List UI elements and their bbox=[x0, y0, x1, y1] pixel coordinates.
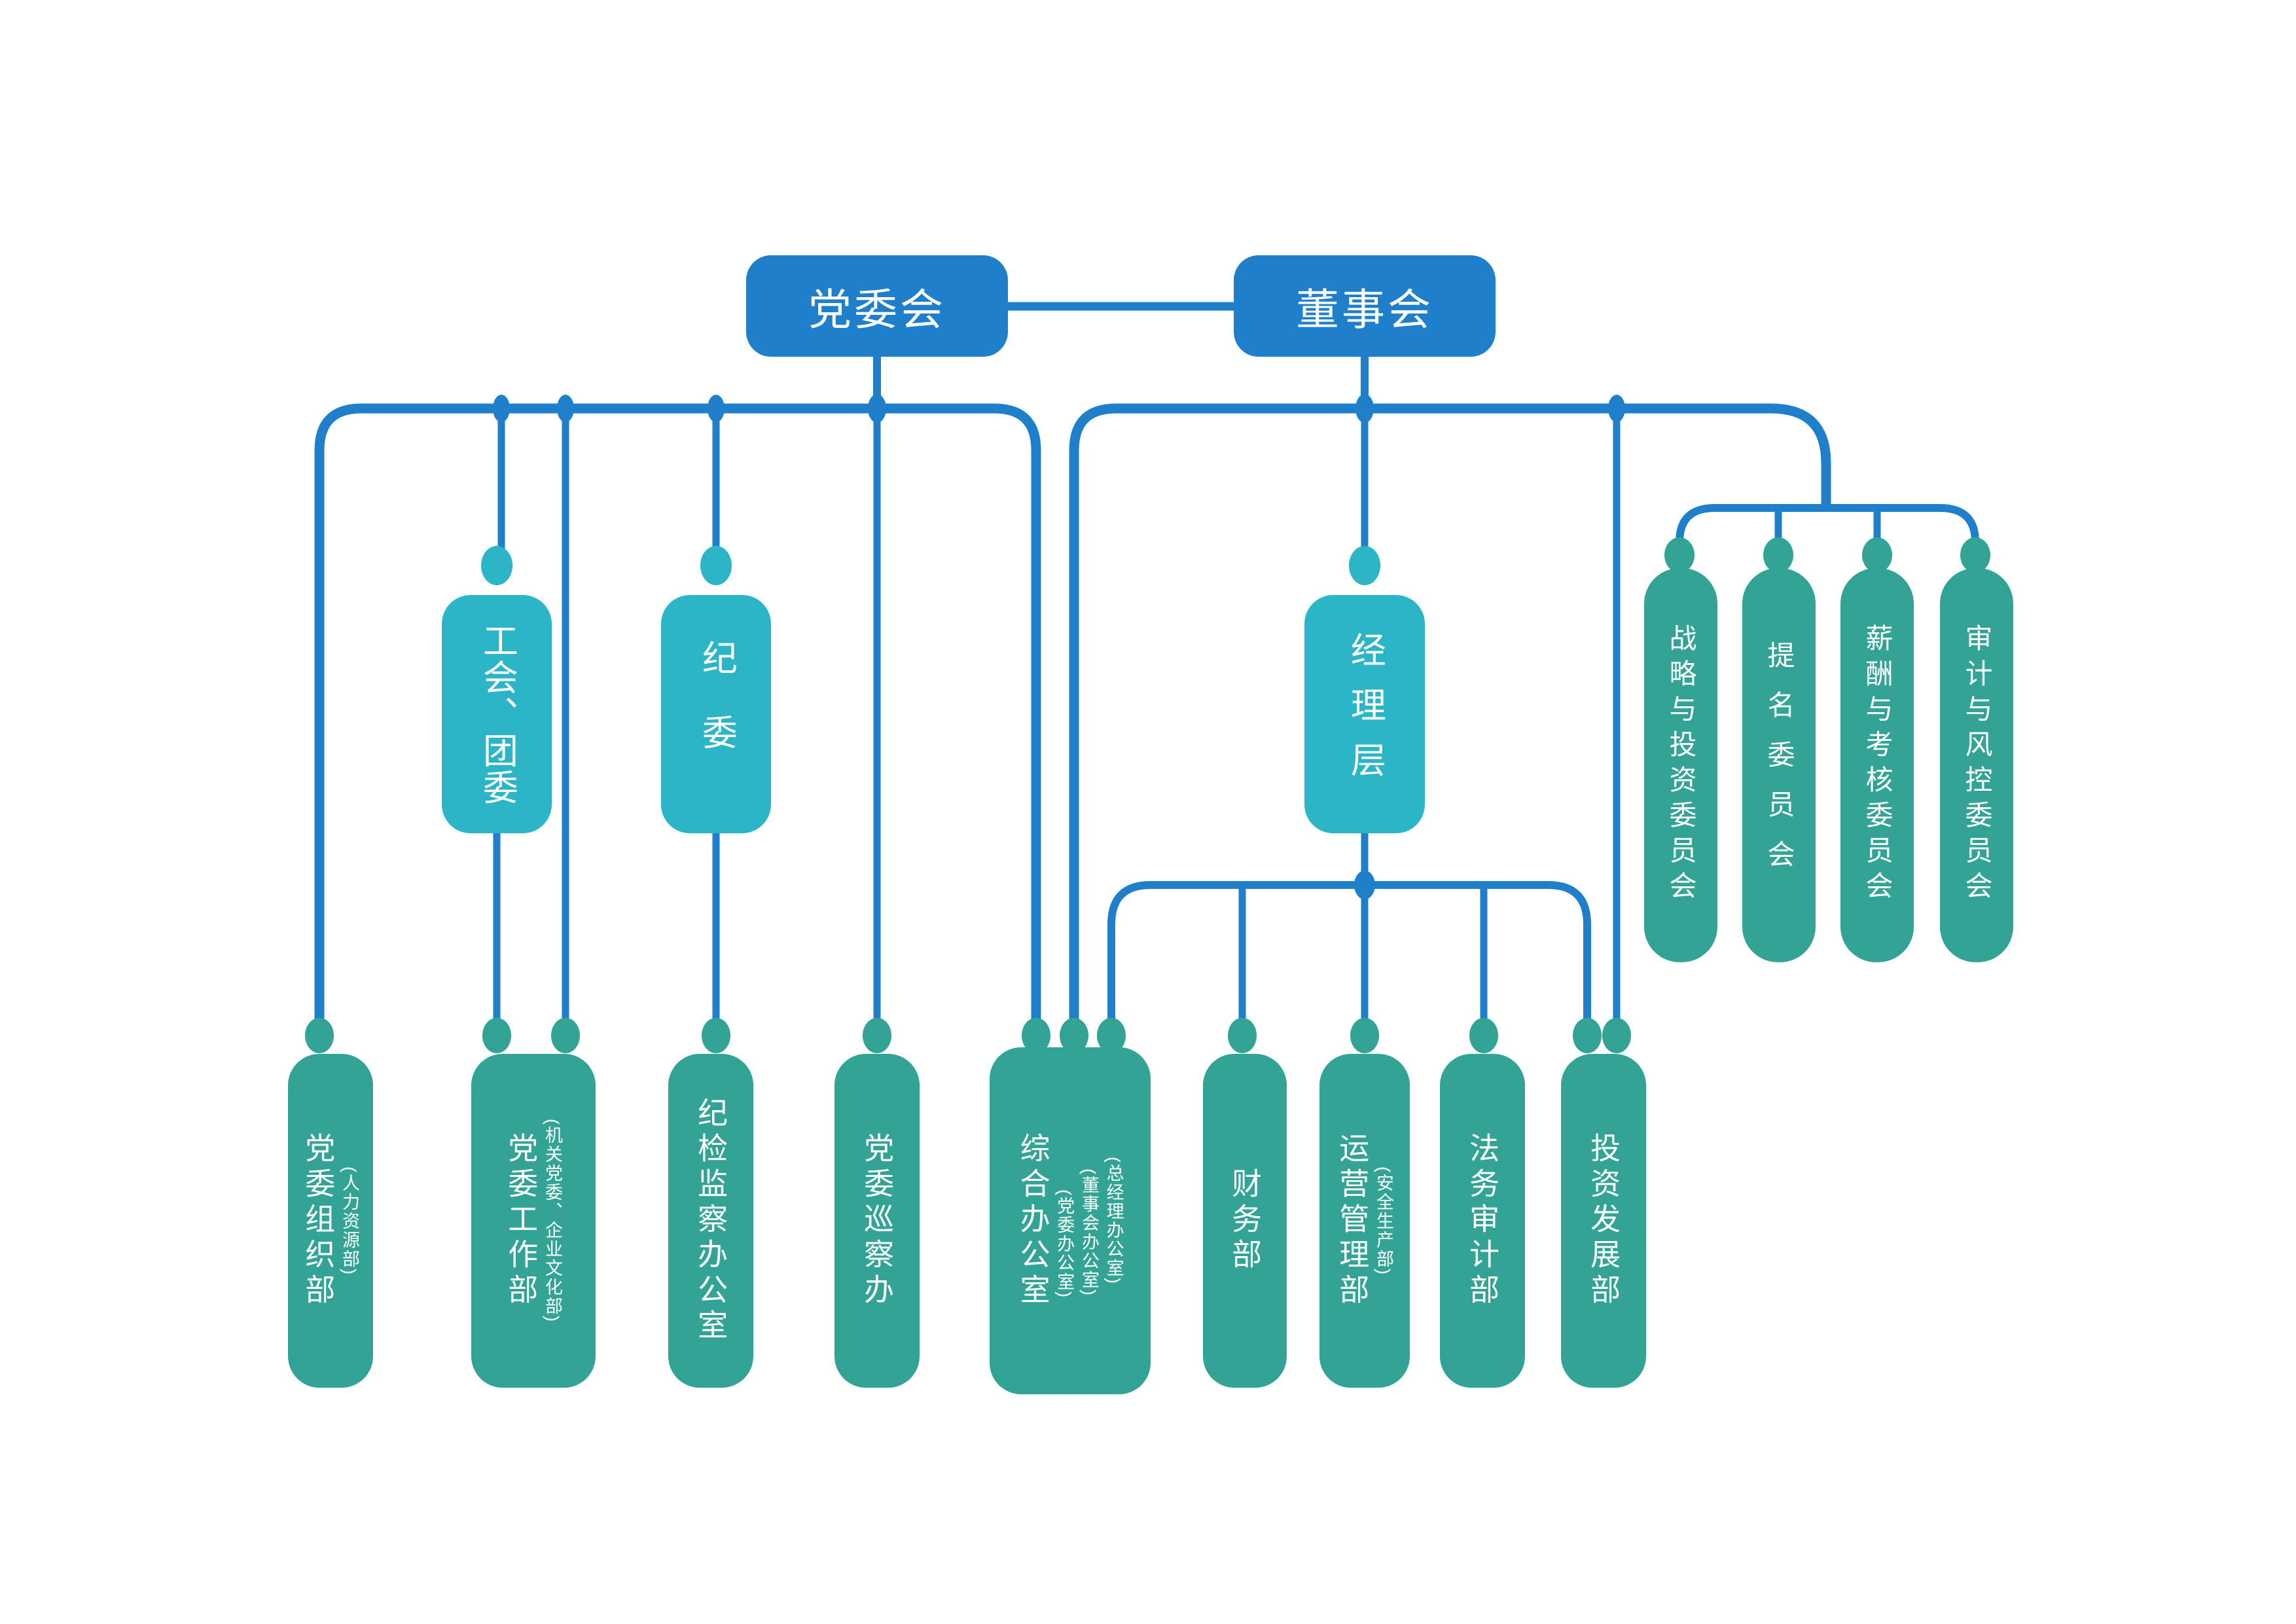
node-label: 工会、团委 bbox=[477, 623, 517, 806]
node-dept-general-office: 综合办公室 (党委办公室) (董事会办公室) (总经理办公室) bbox=[990, 1047, 1151, 1394]
node-label: 财务部 bbox=[1228, 1168, 1263, 1274]
node-label: 运营管理部 bbox=[1335, 1132, 1370, 1309]
node-label: 经理层 bbox=[1345, 632, 1385, 797]
node-party-committee: 党委会 bbox=[746, 255, 1008, 357]
node-label: 党委工作部 bbox=[504, 1132, 539, 1309]
node-label: 薪酬与考核委员会 bbox=[1862, 624, 1893, 907]
node-label: 战略与投资委员会 bbox=[1666, 624, 1697, 907]
node-label: 党委巡察办 bbox=[860, 1132, 895, 1309]
node-dept-discipline-inspection-office: 纪检监察办公室 bbox=[668, 1054, 753, 1388]
node-label: 审计与风控委员会 bbox=[1962, 624, 1993, 907]
node-committee-nomination: 提名委员会 bbox=[1742, 568, 1816, 962]
node-sublabel: (总经理办公室) bbox=[1103, 1157, 1124, 1285]
bus-junction-knots bbox=[493, 394, 1625, 899]
node-dept-party-patrol-office: 党委巡察办 bbox=[834, 1054, 920, 1388]
level2-anchor-dots bbox=[481, 546, 1380, 585]
node-label: 党委组织部 bbox=[301, 1132, 336, 1309]
node-label: 投资发展部 bbox=[1587, 1132, 1621, 1309]
node-dept-party-organization: 党委组织部 (人力资源部) bbox=[288, 1054, 373, 1388]
node-board-of-directors: 董事会 bbox=[1234, 255, 1496, 357]
connector-board-bus bbox=[1069, 403, 1831, 1034]
node-committee-audit-risk-control: 审计与风控委员会 bbox=[1940, 568, 2013, 962]
node-label: 董事会 bbox=[1296, 285, 1433, 334]
node-management-team: 经理层 bbox=[1304, 595, 1425, 833]
node-sublabel: (安全生产部) bbox=[1373, 1166, 1393, 1276]
node-label: 纪委 bbox=[696, 640, 736, 789]
node-dept-legal-audit: 法务审计部 bbox=[1440, 1054, 1525, 1388]
node-discipline-committee: 纪委 bbox=[661, 595, 771, 833]
node-sublabel: (人力资源部) bbox=[339, 1166, 359, 1276]
node-dept-finance: 财务部 bbox=[1203, 1054, 1287, 1388]
node-committee-compensation-assessment: 薪酬与考核委员会 bbox=[1840, 568, 1914, 962]
department-anchor-dots bbox=[305, 1018, 1631, 1053]
node-sublabel: (党委办公室) bbox=[1054, 1189, 1075, 1299]
node-label: 纪检监察办公室 bbox=[694, 1097, 728, 1344]
node-dept-party-work: 党委工作部 (机关党委、企业文化部) bbox=[471, 1054, 596, 1388]
node-label: 法务审计部 bbox=[1465, 1132, 1500, 1309]
connector-party-bus bbox=[314, 403, 1041, 1034]
node-sublabel: (董事会办公室) bbox=[1079, 1168, 1099, 1297]
connector-management-bus bbox=[1107, 881, 1591, 1033]
node-sublabel: (机关党委、企业文化部) bbox=[542, 1119, 562, 1323]
node-label: 提名委员会 bbox=[1764, 641, 1795, 890]
node-dept-investment-development: 投资发展部 bbox=[1561, 1054, 1646, 1388]
connector-committee-bus bbox=[1676, 504, 1979, 555]
committee-anchor-dots bbox=[1664, 537, 1990, 573]
node-label: 综合办公室 bbox=[1016, 1132, 1050, 1309]
node-committee-strategy-investment: 战略与投资委员会 bbox=[1644, 568, 1717, 962]
node-union-youth-league: 工会、团委 bbox=[442, 595, 552, 833]
node-dept-operations-management: 运营管理部 (安全生产部) bbox=[1319, 1054, 1410, 1388]
node-label: 党委会 bbox=[808, 285, 946, 334]
